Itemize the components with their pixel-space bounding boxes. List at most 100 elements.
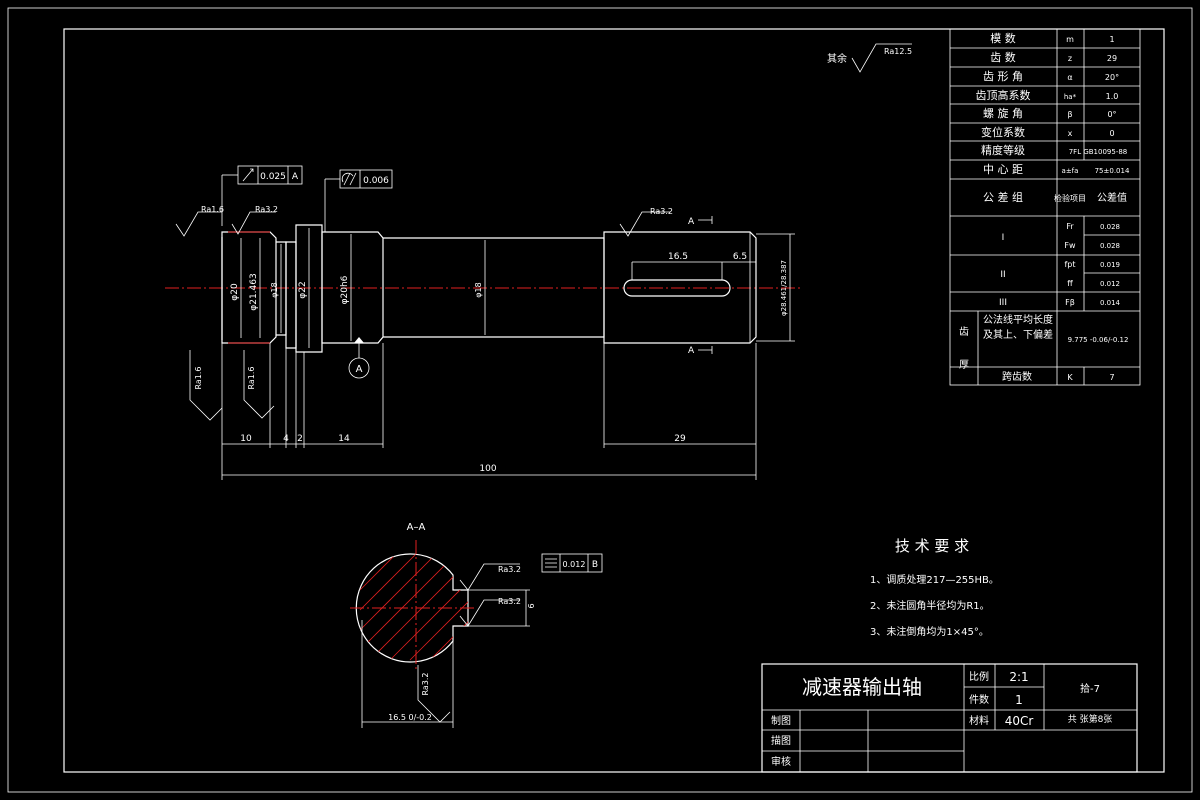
drawing-number: 拾-7 bbox=[1080, 682, 1100, 695]
svg-text:I: I bbox=[1002, 233, 1005, 243]
svg-text:比例: 比例 bbox=[969, 670, 989, 683]
svg-text:0.025: 0.025 bbox=[260, 172, 286, 182]
svg-text:1.0: 1.0 bbox=[1106, 92, 1119, 101]
dim-len4: 14 bbox=[338, 434, 350, 444]
svg-text:a±fa: a±fa bbox=[1062, 167, 1079, 175]
svg-text:m: m bbox=[1066, 35, 1074, 44]
svg-text:齿 形 角: 齿 形 角 bbox=[983, 70, 1023, 83]
svg-text:制图: 制图 bbox=[771, 714, 791, 727]
dim-dia5: φ20h6 bbox=[340, 275, 350, 304]
dim-len5: 29 bbox=[674, 434, 686, 444]
dim-len1: 10 bbox=[240, 434, 252, 444]
svg-text:A: A bbox=[292, 172, 299, 182]
common-normal-label: 公法线平均长度及其上、下偏差 bbox=[983, 315, 1053, 341]
roughness-rest: 其余 Ra12.5 bbox=[827, 43, 912, 73]
dim-key-width: 6 bbox=[527, 603, 536, 608]
svg-text:B: B bbox=[592, 560, 598, 570]
svg-text:0.006: 0.006 bbox=[363, 176, 389, 186]
svg-text:1: 1 bbox=[1109, 35, 1114, 44]
dim-dia6: φ18 bbox=[474, 282, 483, 297]
svg-text:75±0.014: 75±0.014 bbox=[1095, 167, 1130, 175]
svg-text:跨齿数: 跨齿数 bbox=[1002, 370, 1032, 383]
svg-text:20°: 20° bbox=[1105, 73, 1119, 82]
dim-overall: 100 bbox=[479, 464, 496, 474]
gear-parameter-table: 模 数 m 1 齿 数 z 29 齿 形 角 α 20° 齿顶高系数 ha* 1… bbox=[949, 28, 1141, 386]
title-block: 减速器输出轴 比例 2:1 件数 1 材料 40Cr 拾-7 共 张第8张 制图… bbox=[761, 663, 1138, 773]
symmetry-icon bbox=[545, 558, 557, 568]
svg-text:β: β bbox=[1067, 110, 1072, 119]
svg-text:变位系数: 变位系数 bbox=[981, 125, 1025, 139]
param-name: 模 数 bbox=[990, 32, 1016, 45]
tech-req-item: 1、调质处理217—255HB。 bbox=[870, 574, 999, 586]
svg-text:精度等级: 精度等级 bbox=[981, 143, 1025, 157]
tolerance-group-header: 公 差 组 bbox=[983, 190, 1023, 204]
svg-text:Ra3.2: Ra3.2 bbox=[498, 597, 521, 606]
dim-dia7: φ28.461/28.387 bbox=[780, 260, 788, 316]
svg-text:0°: 0° bbox=[1107, 110, 1116, 119]
svg-text:中 心 距: 中 心 距 bbox=[983, 163, 1023, 176]
roughness-symbol-icon bbox=[619, 211, 670, 237]
section-mark-top: A bbox=[688, 217, 695, 227]
svg-text:0.028: 0.028 bbox=[1100, 223, 1120, 231]
roughness-symbol-icon bbox=[851, 43, 912, 73]
svg-text:其余: 其余 bbox=[827, 52, 847, 65]
svg-text:z: z bbox=[1068, 54, 1072, 63]
material-value: 40Cr bbox=[1005, 714, 1034, 728]
runout-icon bbox=[242, 168, 254, 182]
svg-text:fpt: fpt bbox=[1064, 260, 1075, 269]
svg-text:描图: 描图 bbox=[771, 734, 791, 747]
svg-text:0.012: 0.012 bbox=[1100, 280, 1120, 288]
svg-text:0: 0 bbox=[1109, 129, 1114, 138]
svg-text:Ra1.6: Ra1.6 bbox=[194, 366, 203, 389]
tech-req-item: 3、未注倒角均为1×45°。 bbox=[870, 625, 989, 638]
svg-text:0.014: 0.014 bbox=[1100, 299, 1121, 307]
section-a-a: A–A 6 16.5 0/-0.2 Ra3.2 Ra3.2 bbox=[350, 522, 603, 728]
svg-text:A: A bbox=[356, 364, 363, 375]
technical-requirements: 技 术 要 求 1、调质处理217—255HB。 2、未注圆角半径均为R1。 3… bbox=[870, 537, 999, 638]
dim-section-depth: 16.5 0/-0.2 bbox=[388, 713, 432, 722]
keyway-slot bbox=[623, 279, 731, 297]
svg-text:III: III bbox=[999, 298, 1007, 308]
svg-text:29: 29 bbox=[1107, 54, 1117, 63]
shoulder bbox=[295, 224, 323, 353]
tech-req-item: 2、未注圆角半径均为R1。 bbox=[870, 599, 990, 612]
dim-dia4: φ22 bbox=[298, 281, 308, 298]
dim-len3: 2 bbox=[297, 434, 303, 444]
roughness-symbol-icon bbox=[417, 665, 451, 723]
svg-text:审核: 审核 bbox=[771, 755, 791, 768]
svg-text:Fβ: Fβ bbox=[1065, 298, 1075, 307]
roughness-symbol-icon bbox=[459, 599, 520, 627]
shaft-main-view: φ20 φ21.463 φ18 φ22 φ20h6 φ18 φ28.461/28… bbox=[165, 165, 800, 480]
svg-text:7: 7 bbox=[1109, 373, 1114, 382]
svg-text:7FL GB10095-88: 7FL GB10095-88 bbox=[1069, 148, 1128, 156]
dim-dia1: φ20 bbox=[230, 283, 240, 301]
tolerance-value-header: 公差值 bbox=[1097, 191, 1127, 204]
svg-text:齿 数: 齿 数 bbox=[990, 51, 1016, 64]
gdt-symmetry-frame: 0.012 B bbox=[541, 553, 603, 573]
svg-text:件数: 件数 bbox=[969, 693, 989, 706]
svg-text:0.028: 0.028 bbox=[1100, 242, 1120, 250]
svg-text:ff: ff bbox=[1067, 279, 1073, 288]
svg-text:x: x bbox=[1068, 129, 1073, 138]
cylindricity-icon bbox=[341, 172, 357, 186]
svg-text:Fw: Fw bbox=[1064, 241, 1076, 250]
dim-dia3: φ18 bbox=[270, 282, 279, 297]
svg-text:Ra3.2: Ra3.2 bbox=[650, 207, 673, 216]
svg-text:K: K bbox=[1067, 373, 1073, 382]
svg-text:螺 旋 角: 螺 旋 角 bbox=[983, 106, 1023, 120]
svg-text:Ra1.6: Ra1.6 bbox=[247, 366, 256, 389]
svg-text:Ra12.5: Ra12.5 bbox=[884, 47, 912, 56]
svg-text:1: 1 bbox=[1015, 693, 1023, 707]
outer-border bbox=[7, 7, 1193, 793]
part-name: 减速器输出轴 bbox=[802, 675, 922, 699]
section-outline bbox=[355, 553, 469, 663]
dim-len2: 4 bbox=[283, 434, 289, 444]
svg-text:0.012: 0.012 bbox=[563, 560, 586, 569]
dim-key-offset: 6.5 bbox=[733, 252, 747, 262]
svg-text:齿顶高系数: 齿顶高系数 bbox=[976, 88, 1031, 102]
svg-text:0.019: 0.019 bbox=[1100, 261, 1120, 269]
dim-dia2: φ21.463 bbox=[249, 273, 259, 310]
svg-text:Fr: Fr bbox=[1066, 222, 1074, 231]
section-title: A–A bbox=[407, 522, 426, 533]
roughness-symbol-icon bbox=[459, 563, 520, 591]
